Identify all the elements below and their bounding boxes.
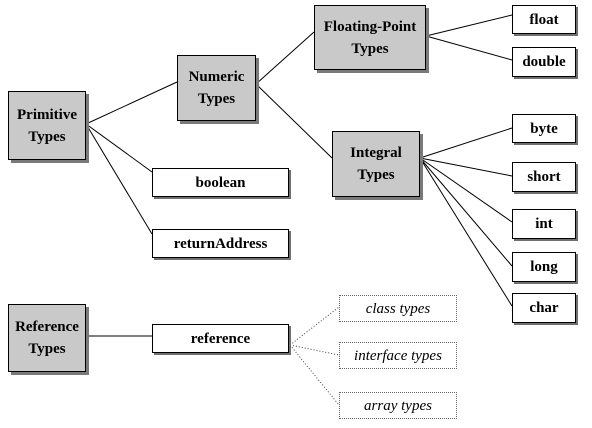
edge-floating-float [425, 14, 513, 37]
node-integral-types-line2: Types [357, 167, 395, 183]
node-reference: reference [152, 324, 289, 353]
edge-integral-byte [419, 127, 513, 159]
node-long: long [512, 252, 576, 282]
edge-integral-long [419, 157, 513, 267]
node-float-label: float [529, 11, 559, 28]
node-primitive-types-line2: Types [28, 128, 66, 145]
node-array-types-label: array types [364, 397, 432, 414]
node-double: double [512, 47, 576, 77]
node-floating-point-types-line1: Floating-Point [323, 18, 417, 35]
node-int-label: int [535, 216, 553, 232]
edge-numeric-floating [255, 31, 315, 85]
node-return-address: returnAddress [152, 229, 289, 258]
node-integral-types-line1: Integral [350, 145, 402, 161]
edge-reference-array [289, 344, 340, 406]
node-floating-point-types-line2: Types [351, 40, 389, 57]
node-integral-types: Integral Types [332, 131, 420, 197]
node-short-label: short [527, 169, 561, 185]
node-boolean: boolean [152, 168, 289, 197]
node-reference-label: reference [190, 330, 251, 347]
node-numeric-types-line2: Types [197, 91, 236, 107]
edge-primitive-boolean [85, 123, 153, 173]
edge-numeric-integral [255, 83, 333, 159]
node-numeric-types: Numeric Types [177, 55, 256, 121]
node-class-types: class types [339, 295, 457, 322]
node-int: int [512, 209, 576, 239]
edge-integral-int [419, 157, 513, 223]
node-array-types: array types [339, 392, 457, 419]
edge-primitive-returnaddress [85, 123, 153, 235]
node-long-label: long [530, 259, 558, 275]
edge-integral-char [419, 157, 513, 307]
node-char-label: char [529, 300, 559, 316]
edge-reference-interface [289, 344, 340, 356]
node-char: char [512, 293, 576, 323]
node-floating-point-types: Floating-Point Types [314, 5, 426, 70]
node-short: short [512, 162, 576, 192]
node-double-label: double [522, 54, 566, 70]
node-byte: byte [512, 114, 576, 143]
node-interface-types-label: interface types [354, 347, 442, 364]
node-reference-types-line1: Reference [15, 319, 79, 335]
node-byte-label: byte [530, 120, 558, 137]
node-primitive-types: Primitive Types [8, 91, 86, 160]
node-reference-types: Reference Types [8, 304, 86, 372]
edge-floating-double [425, 35, 513, 61]
node-boolean-label: boolean [195, 174, 246, 191]
edge-primitive-numeric [85, 81, 178, 125]
node-primitive-types-line1: Primitive [17, 106, 77, 123]
edge-reference-class [289, 306, 340, 346]
node-numeric-types-line1: Numeric [188, 69, 245, 85]
node-interface-types: interface types [339, 342, 457, 369]
node-reference-types-line2: Types [28, 341, 66, 357]
node-return-address-label: returnAddress [173, 235, 268, 252]
node-float: float [512, 5, 576, 34]
node-class-types-label: class types [365, 300, 431, 317]
edge-integral-short [419, 157, 513, 177]
